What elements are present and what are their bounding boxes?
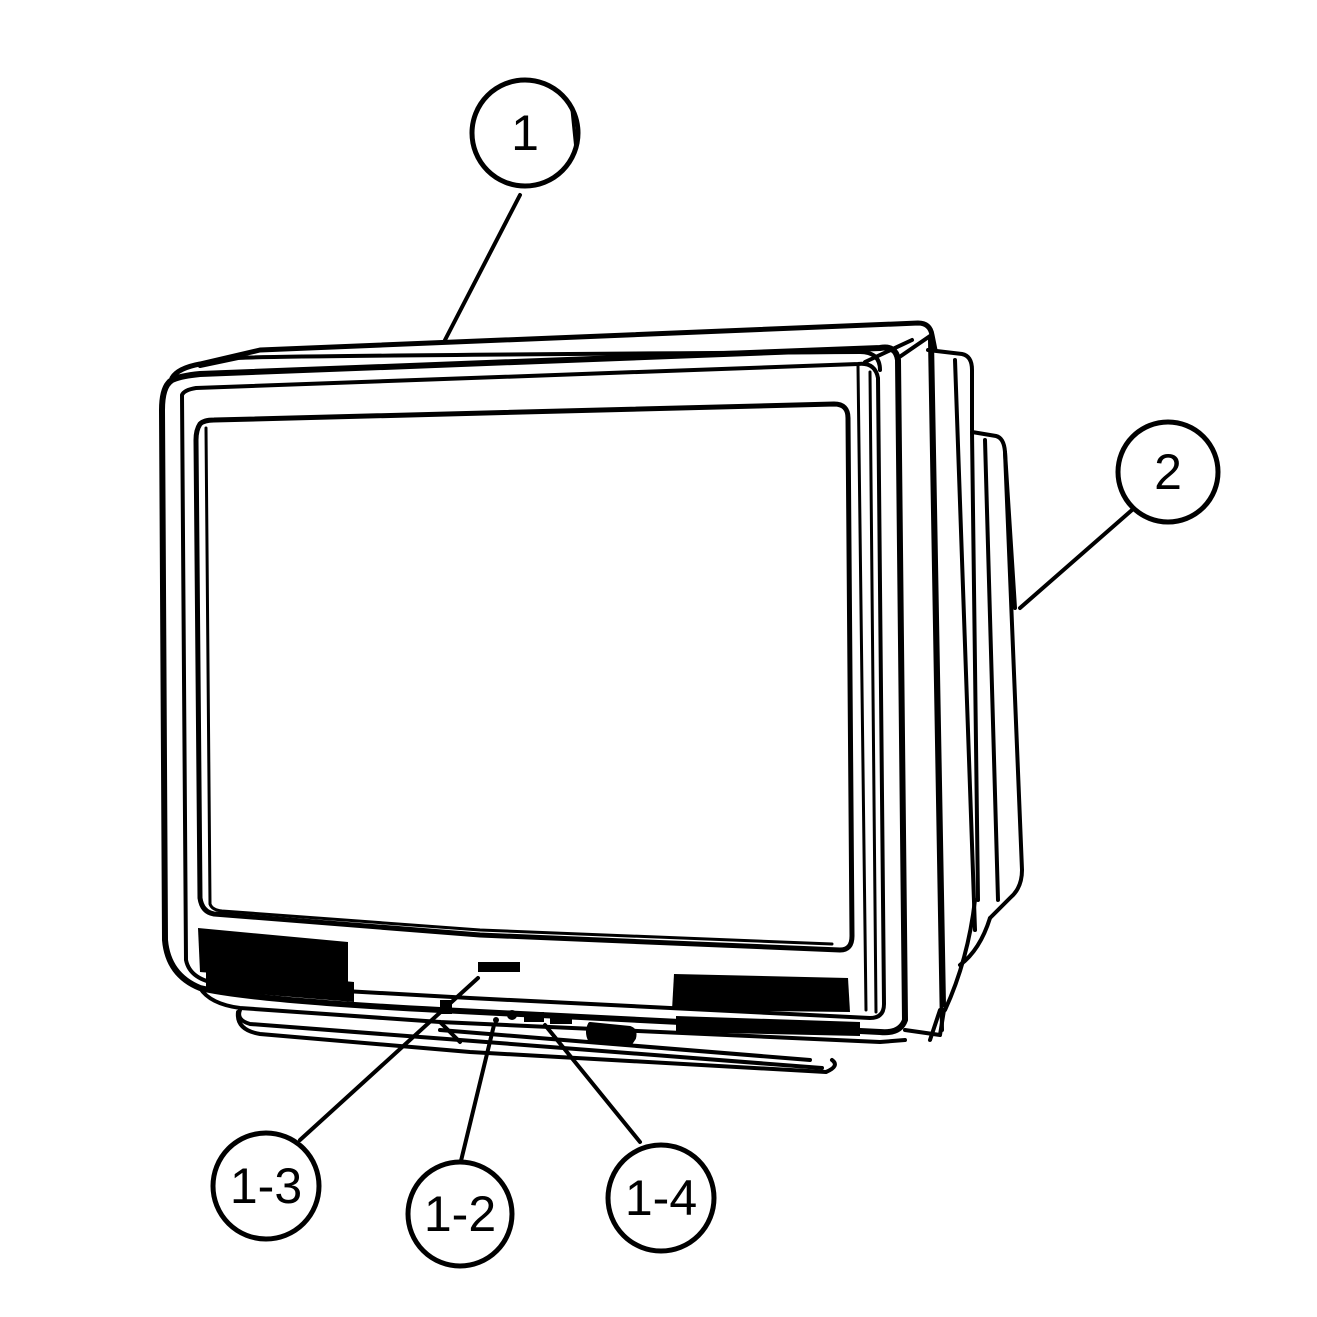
leader-2 (1018, 508, 1134, 610)
front-terminal (586, 1022, 637, 1046)
leader-1-4 (543, 1023, 642, 1144)
brand-badge (478, 962, 520, 972)
leader-lines (298, 193, 1134, 1167)
callout-2: 2 (1115, 419, 1221, 525)
leader-1-3 (298, 976, 480, 1142)
callout-2-label: 2 (1154, 444, 1182, 500)
callout-1-3-label: 1-3 (230, 1158, 302, 1214)
indicator-lamp (493, 1017, 499, 1023)
front-controls (507, 1010, 572, 1024)
base (235, 1010, 837, 1074)
right-lower-grille (676, 1016, 860, 1036)
callout-1-2: 1-2 (405, 1159, 515, 1269)
callout-1-label: 1 (511, 105, 539, 161)
rear-cabinet (926, 338, 1024, 1042)
callout-1-3: 1-3 (210, 1130, 322, 1242)
left-upper-grille (198, 928, 348, 984)
callout-1-2-label: 1-2 (424, 1186, 496, 1242)
front-cabinet (159, 320, 946, 1037)
left-lower-grille (206, 968, 354, 1002)
speaker-grilles (198, 928, 860, 1036)
callout-1-4: 1-4 (605, 1142, 717, 1254)
callout-1-4-label: 1-4 (625, 1170, 697, 1226)
right-upper-grille (672, 974, 850, 1012)
leader-1-2 (458, 1023, 496, 1167)
screen (193, 401, 855, 953)
leader-1 (443, 193, 522, 342)
callout-1: 1 (469, 77, 581, 189)
